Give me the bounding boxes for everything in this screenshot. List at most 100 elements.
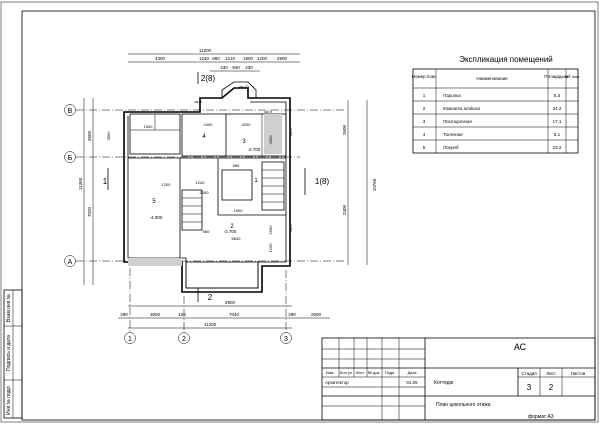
row-name: Комната отдыха bbox=[443, 106, 481, 111]
dim-label: 4900 bbox=[225, 300, 236, 305]
side-stamp-label: Подпись и дата bbox=[6, 335, 12, 371]
dim-label: 960 bbox=[203, 229, 210, 234]
floor-plan: 11200 4300 1240 880 1210 1800 1200 2900 … bbox=[64, 48, 377, 344]
table-header: Площадь м² bbox=[544, 74, 570, 79]
axis-bubble bbox=[64, 104, 76, 116]
table-row: 1 Парилка 5.3 bbox=[423, 93, 561, 98]
table-header: Кат. пом. bbox=[564, 74, 580, 79]
dim-label: 10760 bbox=[372, 178, 377, 191]
opening-mark: ок-5 bbox=[194, 99, 202, 104]
opening-mark: ок-2 bbox=[288, 223, 293, 231]
dim-label: 1200 bbox=[257, 56, 268, 61]
hatched-wall bbox=[264, 114, 282, 154]
row-area: 5.3 bbox=[554, 93, 561, 98]
table-row: 3 Постирочная 17.1 bbox=[423, 119, 562, 124]
table-header: Наименование bbox=[476, 76, 508, 81]
room-number: 2 bbox=[230, 224, 234, 230]
dim-label: 1500 bbox=[144, 124, 154, 129]
dim-label: 580 bbox=[233, 163, 240, 168]
dim-label: 11360 bbox=[78, 177, 83, 190]
object-name: Коттедж bbox=[434, 380, 454, 386]
stair-left bbox=[181, 189, 203, 231]
row-number: 4 bbox=[423, 132, 426, 137]
axis-label: В bbox=[68, 108, 73, 115]
axis-label: Б bbox=[68, 155, 73, 162]
role-label: Архитектор bbox=[325, 380, 349, 385]
dim-label: 4200 bbox=[242, 122, 252, 127]
explication-title: Экспликация помещений bbox=[459, 55, 553, 64]
side-stamp-label: Инв.№ подл. bbox=[6, 385, 12, 415]
title-block-grid bbox=[322, 338, 595, 420]
sheet-value: 2 bbox=[549, 383, 554, 392]
col-header: Дата bbox=[408, 370, 418, 375]
section-mark-bottom: 2 bbox=[208, 293, 213, 302]
row-name: Постирочная bbox=[443, 119, 472, 124]
col-header: Кол.уч bbox=[340, 370, 352, 375]
row-area: 17.1 bbox=[553, 119, 562, 124]
room-4-3-block bbox=[181, 113, 287, 157]
dim-label: 1800 bbox=[243, 56, 254, 61]
dim-label: 880 bbox=[212, 56, 220, 61]
axis-bubble bbox=[64, 151, 76, 163]
sheets-label: Листов bbox=[571, 371, 586, 376]
dim-label: 4300 bbox=[155, 56, 166, 61]
opening-mark: ок-1 bbox=[288, 127, 293, 135]
drawing-frame bbox=[21, 10, 596, 421]
dim-label: 1500 bbox=[234, 208, 244, 213]
sheet-format: формат А3 bbox=[528, 414, 554, 420]
dim-label: 1240 bbox=[199, 56, 210, 61]
dim-label: 1240 bbox=[196, 180, 206, 185]
section-mark-left: 1 bbox=[103, 177, 108, 186]
dim-label: 430 bbox=[245, 65, 253, 70]
row-number: 5 bbox=[423, 145, 426, 150]
level-mark: -2.700 bbox=[224, 229, 237, 234]
dim-label: 3600 bbox=[150, 312, 161, 317]
outer-wall bbox=[123, 87, 291, 293]
row-area: 24.2 bbox=[553, 106, 562, 111]
axis-label: 3 bbox=[284, 336, 288, 343]
axis-bubble bbox=[64, 255, 76, 267]
explication-table: Экспликация помещений Номер пом. Наимено… bbox=[412, 55, 580, 154]
row-name: Парилка bbox=[443, 93, 461, 98]
side-stamp: Инв.№ подл. Подпись и дата Взам.инв.№ bbox=[3, 289, 23, 419]
dim-label: 940 bbox=[232, 65, 240, 70]
axis-label: 1 bbox=[128, 336, 132, 343]
dim-label: 3600 bbox=[87, 130, 92, 141]
col-header: № док. bbox=[368, 370, 381, 375]
table-row: 2 Комната отдыха 24.2 bbox=[423, 106, 562, 111]
dim-label: 290 bbox=[288, 312, 296, 317]
room-number: 5 bbox=[152, 199, 156, 205]
opening-mark: ок-10 bbox=[239, 84, 250, 89]
dim-label: 2600 bbox=[342, 124, 347, 135]
stage-value: 3 bbox=[527, 383, 532, 392]
table-row: 5 Погреб 23.2 bbox=[423, 145, 562, 150]
dim-label: 2000 bbox=[200, 190, 210, 195]
col-header: Изм. bbox=[326, 370, 335, 375]
level-mark: -4.900 bbox=[150, 215, 163, 220]
row-area: 23.2 bbox=[553, 145, 562, 150]
stair-left-treads bbox=[182, 197, 202, 223]
dim-label: 11200 bbox=[199, 48, 212, 53]
dim-label: 7020 bbox=[87, 206, 92, 217]
bottom-room bbox=[185, 261, 259, 289]
row-number: 3 bbox=[423, 119, 426, 124]
room-number: 1 bbox=[254, 178, 258, 184]
project-code: АС bbox=[514, 342, 527, 352]
dim-label: 2990 bbox=[268, 225, 273, 235]
dim-label: 2900 bbox=[277, 56, 288, 61]
dim-label: 3560 bbox=[106, 131, 111, 141]
dim-label: 1210 bbox=[225, 56, 236, 61]
dim-label: 2400 bbox=[204, 122, 214, 127]
sheet-title: План цокольного этажа bbox=[436, 402, 491, 408]
dim-label: 11200 bbox=[204, 322, 217, 327]
axis-label: 2 bbox=[182, 336, 186, 343]
axis-bubble bbox=[124, 332, 136, 344]
room-1-block bbox=[221, 169, 253, 201]
room-number: 3 bbox=[242, 139, 246, 145]
dim-label: 120 bbox=[178, 312, 186, 317]
dim-label: 5840 bbox=[232, 236, 242, 241]
opening-mark: ок-9 bbox=[264, 109, 272, 114]
row-name: Погреб bbox=[443, 145, 459, 150]
room-number: 4 bbox=[202, 134, 206, 140]
